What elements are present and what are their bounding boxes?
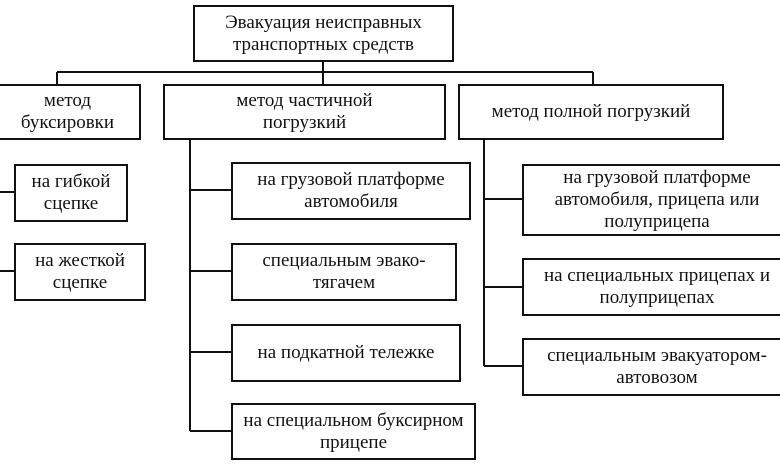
node-text: метод xyxy=(43,90,92,111)
towing-flexible: на гибкой сцепке xyxy=(14,164,128,222)
partial-tow-trailer: на специальном буксирном прицепе xyxy=(231,403,476,460)
towing-rigid: на жесткой сцепке xyxy=(14,243,146,301)
node-text: на специальных прицепах и xyxy=(543,265,771,286)
node-text: Эвакуация неисправных xyxy=(225,11,422,33)
partial-truck-platform: на грузовой платформе автомобиля xyxy=(231,162,471,220)
node-text: специальным эвако- xyxy=(262,250,426,271)
node-text: сцепке xyxy=(52,272,108,293)
node-text: автовозом xyxy=(616,367,698,388)
node-text: буксировки xyxy=(20,112,115,133)
full-special-trailers: на специальных прицепах и полуприцепах xyxy=(522,258,780,316)
node-text: на специальном буксирном xyxy=(243,409,464,431)
node-text: метод частичной xyxy=(236,90,373,111)
node-text: полуприцепах xyxy=(599,287,715,308)
node-text: на подкатной тележке xyxy=(257,342,435,363)
method-full-loading: метод полной погрузкий xyxy=(458,84,724,140)
method-towing: метод буксировки xyxy=(0,84,141,140)
node-text: тягачем xyxy=(312,272,376,293)
node-text: на гибкой xyxy=(31,171,111,192)
node-text: специальным эвакуатором- xyxy=(547,345,767,366)
full-car-transporter: специальным эвакуатором- автовозом xyxy=(522,338,780,396)
node-text: транспортных средств xyxy=(233,33,414,55)
method-partial-loading: метод частичной погрузкий xyxy=(163,84,446,140)
root-node: Эвакуация неисправных транспортных средс… xyxy=(193,5,454,62)
node-text: автомобиля xyxy=(304,191,398,212)
node-text: на грузовой платформе xyxy=(257,169,445,190)
partial-tow-tractor: специальным эвако- тягачем xyxy=(231,243,457,301)
node-text: автомобиля, прицепа или xyxy=(554,189,760,210)
node-text: метод полной погрузкий xyxy=(491,101,691,122)
node-text: на грузовой платформе xyxy=(563,167,751,188)
node-text: погрузкий xyxy=(262,112,347,133)
partial-dolly: на подкатной тележке xyxy=(231,324,461,382)
node-text: на жесткой xyxy=(35,250,125,271)
node-text: сцепке xyxy=(43,193,99,214)
full-truck-platform: на грузовой платформе автомобиля, прицеп… xyxy=(522,164,780,236)
node-text: полуприцепа xyxy=(604,211,710,232)
node-text: прицепе xyxy=(319,431,388,453)
